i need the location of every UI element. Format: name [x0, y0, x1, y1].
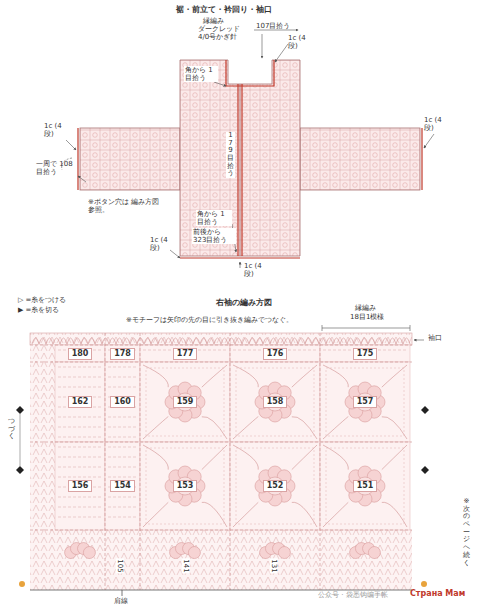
motif-number: 160 [110, 396, 135, 408]
note: 縁編み [355, 304, 376, 312]
motif-stitches [55, 442, 105, 530]
watermark: Страна Мам [410, 589, 465, 598]
dimension: 1c (4段) [288, 34, 310, 50]
note: 縁編み [203, 17, 224, 25]
dimension: 1c (4段) [244, 262, 266, 278]
continue-mark: ※次のページへ続く [463, 498, 470, 567]
motif-cell: 152 [230, 442, 320, 530]
motif-cell: 159 [140, 362, 230, 442]
motif-cell: 162 [55, 362, 105, 442]
dimension: 前後から 323目拾う [192, 228, 236, 244]
motif-stitches [140, 362, 230, 442]
motif-number: 175 [353, 348, 378, 360]
legend-note: ▶ =糸を切る [18, 306, 59, 314]
garment-schematic [62, 30, 434, 268]
motif-number: 180 [68, 348, 93, 360]
note: ※ボタン穴は 編み方図参照。 [88, 198, 162, 214]
motif-stitches [105, 362, 140, 442]
motif-stitches [230, 362, 320, 442]
motif-number: 162 [68, 396, 93, 408]
chart-title: 右袖の編み方図 [216, 298, 272, 307]
dimension: 1c (4段) [150, 236, 172, 252]
dimension: 179目拾う [226, 132, 235, 178]
motif-number: 158 [263, 396, 288, 408]
continue-mark: つづく [8, 418, 15, 441]
dimension: 角から 1目拾う [196, 210, 232, 226]
dimension: 107目拾う [256, 22, 290, 30]
motif-cell: 157 [320, 362, 410, 442]
dimension: 角から 1目拾う [184, 66, 218, 82]
motif-cell: 158 [230, 362, 320, 442]
motif-chart [16, 325, 429, 596]
note: ダークレッド [198, 25, 240, 33]
watermark: 公众号 · 袋悉钩编手帐 [318, 591, 388, 599]
motif-stitches [320, 442, 410, 530]
part-name: 袖口 [428, 334, 442, 342]
motif-cell: 151 [320, 442, 410, 530]
motif-number: 178 [110, 348, 135, 360]
motif-number: 131 [270, 558, 278, 573]
motif-cell: 160 [105, 362, 140, 442]
motif-number: 105 [116, 558, 124, 573]
motif-stitches [105, 442, 140, 530]
motif-number: 151 [353, 480, 378, 492]
motif-number: 154 [110, 480, 135, 492]
motif-stitches [105, 345, 140, 362]
motif-number: 152 [263, 480, 288, 492]
dimension: 1c (4段) [44, 122, 66, 138]
motif-cell: 154 [105, 442, 140, 530]
motif-stitches [55, 345, 105, 362]
motif-number: 159 [173, 396, 198, 408]
motif-stitches [230, 345, 320, 362]
motif-stitches [320, 362, 410, 442]
motif-number: 157 [353, 396, 378, 408]
section-heading: 裾・前立て・衿回り・袖口 [176, 5, 272, 14]
motif-stitches [55, 362, 105, 442]
note: 18目1模様 [350, 313, 384, 321]
motif-stitches [320, 345, 410, 362]
motif-cell: 153 [140, 442, 230, 530]
part-name: 肩線 [114, 597, 128, 605]
motif-cell: 180 [55, 345, 105, 362]
note: 4/0号かぎ針 [198, 33, 237, 41]
legend-note: ▷ =糸をつける [18, 296, 66, 304]
motif-cell: 156 [55, 442, 105, 530]
dimension: 一周で 108目拾う [36, 160, 76, 176]
motif-number: 156 [68, 480, 93, 492]
note: ※モチーフは矢印の先の目に引き抜き編みでつなぐ。 [126, 316, 293, 324]
motif-number: 177 [173, 348, 198, 360]
motif-cell: 175 [320, 345, 410, 362]
motif-cell: 177 [140, 345, 230, 362]
motif-stitches [140, 442, 230, 530]
motif-cell: 178 [105, 345, 140, 362]
motif-number: 153 [173, 480, 198, 492]
motif-number: 141 [182, 558, 190, 573]
motif-number: 176 [263, 348, 288, 360]
motif-cell: 176 [230, 345, 320, 362]
dimension: 1c (4段) [424, 116, 446, 132]
motif-stitches [230, 442, 320, 530]
motif-stitches [140, 345, 230, 362]
